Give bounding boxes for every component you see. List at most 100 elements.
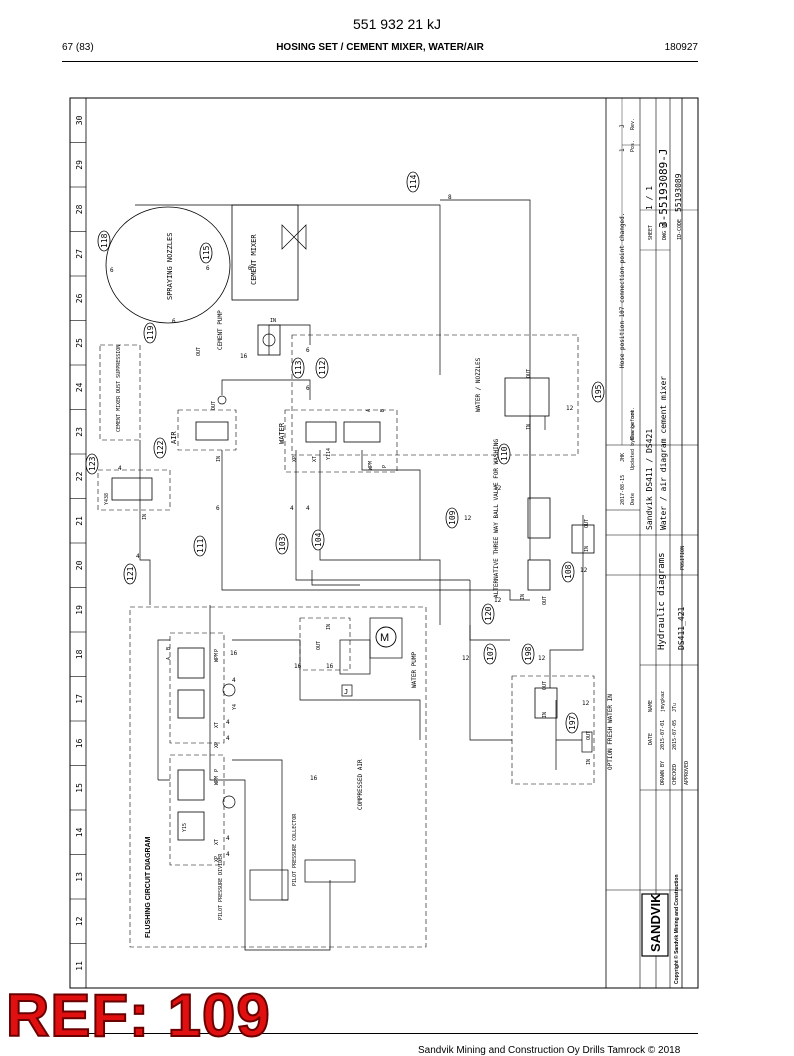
port-label: XT — [312, 456, 318, 462]
callout-bubble — [565, 712, 579, 734]
rev-value: J — [619, 124, 626, 128]
callout-bubble — [406, 171, 420, 193]
water-pump-motor — [375, 626, 397, 648]
callout-number: 107 — [486, 646, 495, 661]
port-label: A — [166, 657, 172, 660]
ball-valve-lower — [527, 559, 551, 591]
sheet-value: 1 / 1 — [645, 186, 654, 210]
water-air-dashed-group — [291, 334, 579, 456]
callout-number: 123 — [88, 456, 97, 471]
grid-column-label: 18 — [75, 649, 84, 659]
sandvik-logo — [641, 893, 669, 957]
sheet-label: SHEET — [648, 225, 654, 240]
callout-bubble — [199, 242, 213, 264]
hose-size: 12 — [494, 597, 502, 604]
port-label: XT — [214, 839, 220, 845]
callout-bubble — [291, 357, 305, 379]
port-label: IN — [520, 594, 526, 600]
footer-rule — [62, 1033, 698, 1034]
hose-size: 12 — [582, 700, 590, 707]
callout-bubble — [315, 357, 329, 379]
callout-bubble — [591, 381, 605, 403]
drawn-by-label: DRAWN BY — [660, 761, 666, 785]
date-col-label: DATE — [648, 733, 654, 745]
pos-value: 1 — [619, 148, 626, 152]
date-label: Date — [630, 493, 636, 505]
copyright-text: Copyright © Sandvik Mining and Construct… — [673, 874, 680, 984]
hose-size: 16 — [326, 663, 334, 670]
water-label: WATER — [278, 422, 286, 444]
callout-number: 122 — [156, 440, 165, 455]
callout-bubble — [481, 603, 495, 625]
drawing-frame — [69, 97, 699, 989]
drawn-name: jmygkaz — [660, 691, 666, 712]
hose-size: 6 — [248, 265, 252, 272]
grid-column-label: 28 — [75, 204, 84, 214]
grid-column-label: 15 — [75, 783, 84, 793]
hose-size: 4 — [226, 719, 230, 726]
grid-column-label: 26 — [75, 293, 84, 303]
port-label: P — [214, 649, 220, 652]
port-label: B — [166, 647, 172, 650]
port-label: A — [366, 409, 372, 412]
air-label: AIR — [170, 431, 178, 444]
drawn-date: 2015-07-01 — [660, 720, 666, 750]
callout-bubble — [561, 561, 575, 583]
subtitle-2: Water / air diagram cement mixer — [659, 376, 668, 530]
port-label: XP — [214, 856, 220, 862]
callout-number: 121 — [126, 566, 135, 581]
grid-column-label: 27 — [75, 249, 84, 259]
ref-stamp: REF: 109 — [5, 982, 271, 1049]
callout-number: 115 — [202, 245, 211, 260]
callout-bubble — [193, 535, 207, 557]
header-rule — [62, 61, 698, 62]
callout-number: 103 — [278, 536, 287, 551]
port-label: OUT — [542, 681, 548, 690]
callout-bubble — [123, 563, 137, 585]
pilot-divider-label: PILOT PRESSURE DIVIDER — [218, 853, 224, 920]
grid-column-label: 14 — [75, 827, 84, 837]
hose-size: 4 — [232, 677, 236, 684]
port-label: WPM — [214, 653, 220, 662]
hose-size: 4 — [306, 505, 310, 512]
port-label: XP — [214, 742, 220, 748]
water-valve-left — [305, 421, 337, 443]
idcode-value: 55193089 — [674, 173, 683, 212]
callout-bubble — [97, 230, 111, 252]
port-label: IN — [542, 712, 548, 718]
position-label: POSITION — [680, 546, 686, 570]
cement-pump-label: CEMENT PUMP — [217, 310, 224, 350]
callout-bubble — [483, 643, 497, 665]
hose-size: 4 — [226, 835, 230, 842]
section-title: HOSING SET / CEMENT MIXER, WATER/AIR — [276, 42, 484, 53]
port-label: P — [214, 769, 220, 772]
callout-number: 108 — [564, 564, 573, 579]
fresh-water-label: OPTION FRESH WATER IN — [607, 694, 614, 770]
spraying-nozzles-label: SPRAYING NOZZLES — [166, 233, 174, 300]
port-label: OUT — [584, 519, 590, 528]
port-label: OUT — [196, 347, 202, 356]
water-valve-right — [343, 421, 381, 443]
port-label: IN — [270, 318, 276, 324]
grid-column-label: 25 — [75, 338, 84, 348]
callout-number: 111 — [196, 538, 205, 553]
grid-column-label: 16 — [75, 738, 84, 748]
change-date: 2017-08-15 — [620, 475, 626, 505]
callout-bubble — [497, 443, 511, 465]
port-label: OUT — [586, 731, 592, 740]
title-block: Rev. J Pos. 1 Hose position 107 connecti… — [605, 97, 699, 989]
hose-size: 16 — [310, 775, 318, 782]
grid-column-label: 29 — [75, 160, 84, 170]
cement-mixer-label: CEMENT MIXER — [250, 234, 258, 285]
callout-number: 112 — [318, 360, 327, 375]
hose-size: 12 — [580, 567, 588, 574]
water-nozzles-valve — [504, 377, 550, 417]
subtitle-1: Sandvik DS411 / DS421 — [645, 429, 654, 530]
checked-label: CHECKED — [672, 764, 678, 785]
cement-mixer-box — [231, 204, 299, 301]
pilot-collector-label: PILOT PRESSURE COLLECTOR — [292, 813, 298, 886]
change-by: JHK — [620, 453, 626, 462]
change-label: Change not. — [630, 407, 636, 440]
